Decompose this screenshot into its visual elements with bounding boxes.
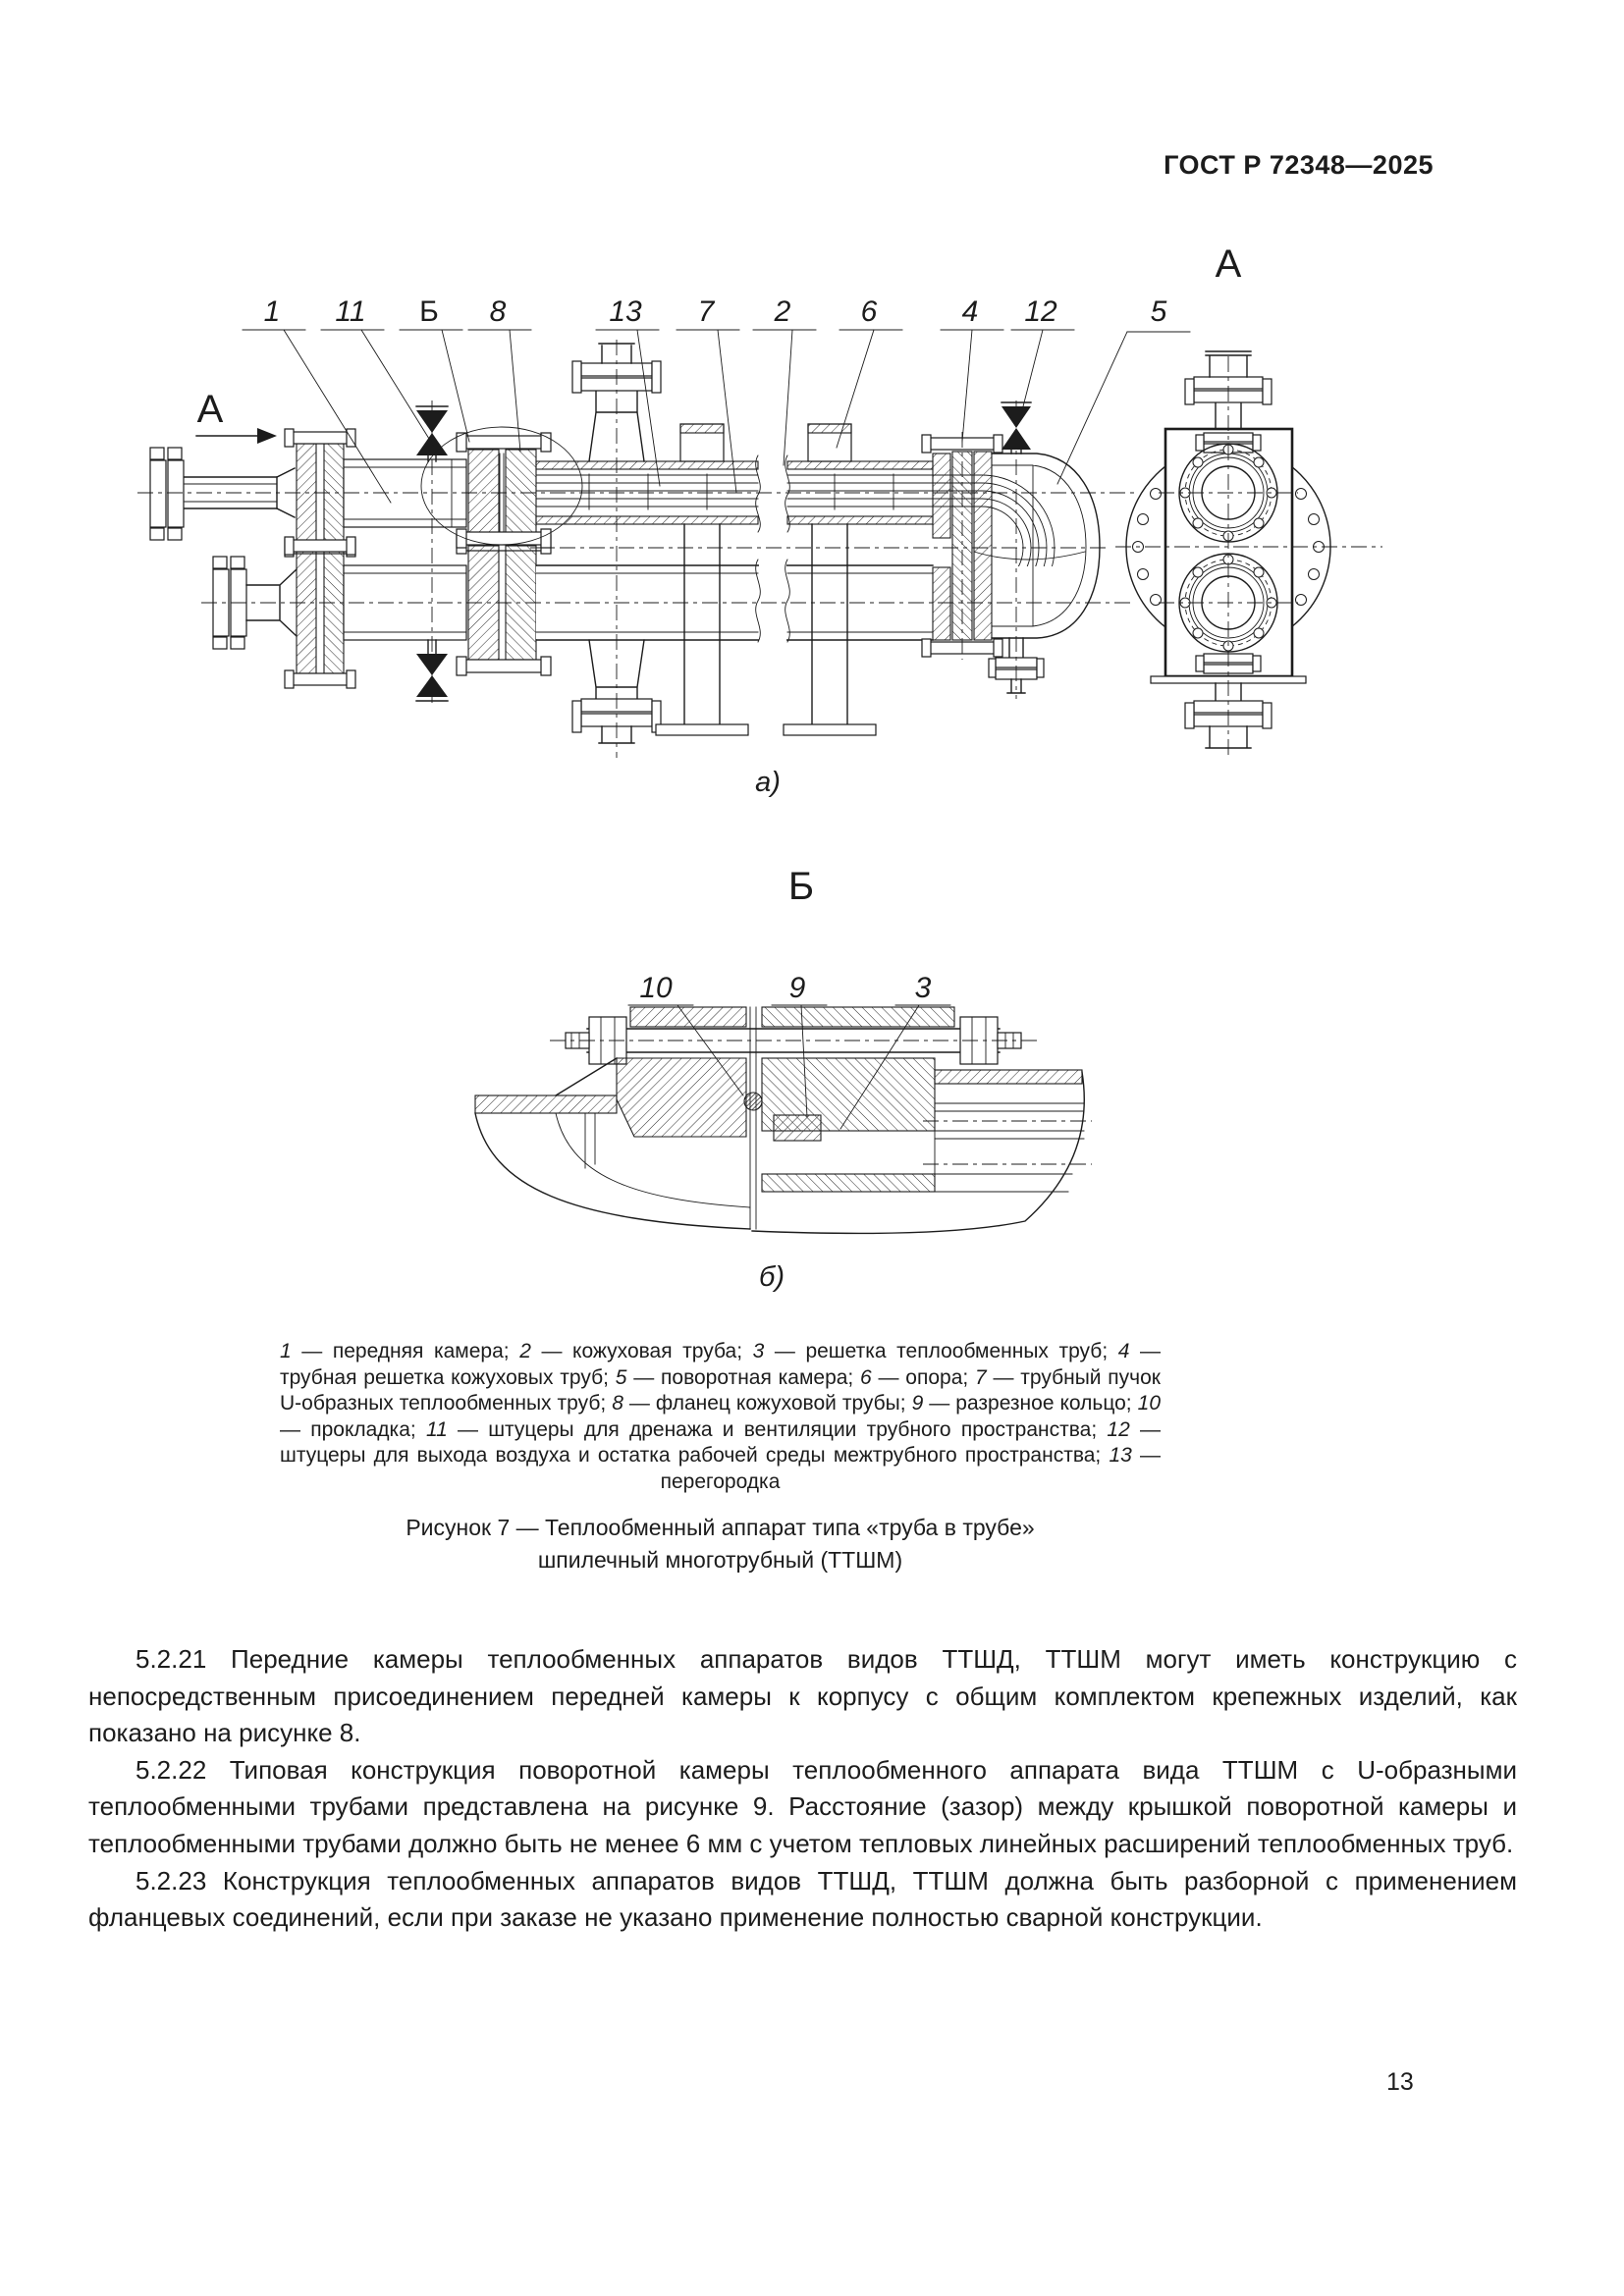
view-B-title: Б <box>788 865 814 908</box>
paragraph-5222: 5.2.22 Типовая конструкция поворотной ка… <box>88 1754 1517 1858</box>
centerlines <box>137 340 1382 758</box>
callout-B: Б <box>419 295 439 328</box>
lower-pipe-assembly <box>212 528 934 744</box>
body-text: 5.2.21 Передние камеры теплообменных апп… <box>88 1641 1517 1937</box>
supports-6 <box>679 423 852 462</box>
callout-8: 8 <box>490 295 507 328</box>
callout-2: 2 <box>774 295 791 328</box>
figure-view-a: А А 1 11 Б 8 13 7 2 6 4 12 5 а) <box>137 242 1382 798</box>
figure-caption: Рисунок 7 — Теплообменный аппарат типа «… <box>280 1512 1161 1576</box>
split-ring-9 <box>773 1114 822 1142</box>
paragraph-5221: 5.2.21 Передние камеры теплообменных апп… <box>88 1644 1517 1748</box>
support-legs <box>683 523 848 725</box>
detail-B-ellipse <box>420 426 583 546</box>
callout-leaders: 1 11 Б 8 13 7 2 6 4 12 5 <box>242 295 1191 504</box>
callout-9: 9 <box>789 972 806 1004</box>
sub-label-b: б) <box>759 1261 785 1293</box>
view-A-title: А <box>1216 242 1242 286</box>
gasket-10 <box>743 1092 763 1111</box>
callout-3: 3 <box>915 972 932 1004</box>
callout-5: 5 <box>1151 295 1167 328</box>
figure-view-b: 10 9 3 Б б) <box>474 865 1092 1293</box>
paragraph-5223: 5.2.23 Конструкция теплообменных аппарат… <box>88 1865 1517 1933</box>
callout-10: 10 <box>639 972 673 1004</box>
page-number: 13 <box>1386 2068 1414 2096</box>
view-direction-arrow: А <box>195 388 277 444</box>
callout-4: 4 <box>962 295 979 328</box>
callout-1: 1 <box>264 295 281 328</box>
detail-B-drawing <box>474 1006 1092 1235</box>
callout-11: 11 <box>335 295 365 328</box>
view-direction-label: А <box>197 388 224 431</box>
callout-leaders-b: 10 9 3 <box>627 972 951 1130</box>
sub-label-a: а) <box>755 767 781 798</box>
figure-caption-line2: шпилечный многотрубный (ТТШМ) <box>537 1547 903 1573</box>
callout-12: 12 <box>1024 295 1057 328</box>
callout-7: 7 <box>698 295 716 328</box>
callout-6: 6 <box>861 295 878 328</box>
figure-legend: 1 — передняя камера; 2 — кожуховая труба… <box>280 1340 1162 1493</box>
tube-sheet-4 <box>921 434 1003 658</box>
document-header: ГОСТ Р 72348—2025 <box>1164 150 1434 180</box>
callout-13: 13 <box>609 295 642 328</box>
figure-caption-line1: Рисунок 7 — Теплообменный аппарат типа «… <box>406 1515 1035 1540</box>
bottom-nozzle <box>571 639 662 744</box>
